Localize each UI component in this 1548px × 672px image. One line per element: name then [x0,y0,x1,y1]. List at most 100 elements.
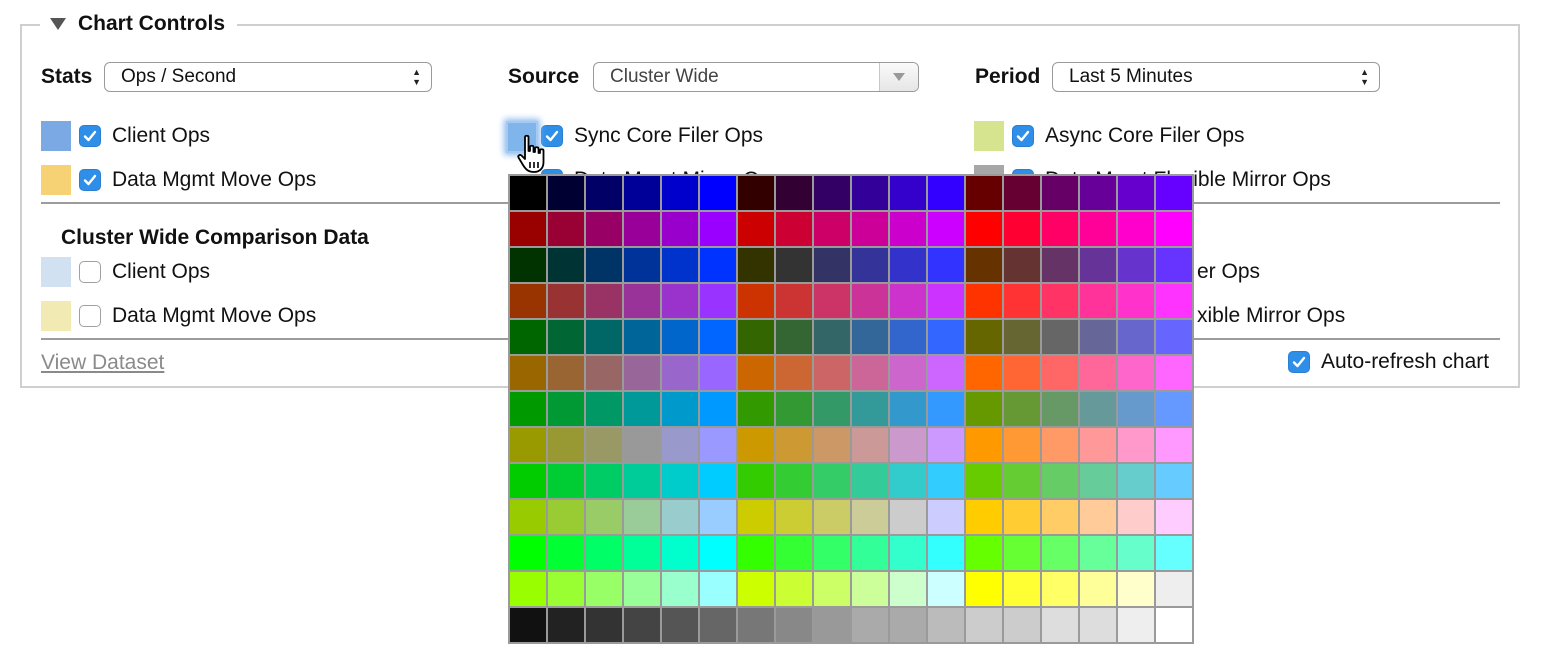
palette-color-cell[interactable] [548,464,584,498]
palette-color-cell[interactable] [662,428,698,462]
palette-color-cell[interactable] [852,572,888,606]
palette-color-cell[interactable] [510,428,546,462]
color-swatch[interactable] [41,121,71,151]
palette-color-cell[interactable] [510,320,546,354]
palette-color-cell[interactable] [510,176,546,210]
palette-color-cell[interactable] [700,212,736,246]
palette-color-cell[interactable] [700,608,736,642]
palette-color-cell[interactable] [738,320,774,354]
palette-color-cell[interactable] [510,464,546,498]
palette-color-cell[interactable] [662,536,698,570]
palette-color-cell[interactable] [890,320,926,354]
palette-color-cell[interactable] [928,572,964,606]
palette-color-cell[interactable] [776,212,812,246]
palette-color-cell[interactable] [1004,608,1040,642]
palette-color-cell[interactable] [1080,212,1116,246]
palette-color-cell[interactable] [738,608,774,642]
palette-color-cell[interactable] [662,248,698,282]
palette-color-cell[interactable] [510,608,546,642]
palette-color-cell[interactable] [738,248,774,282]
palette-color-cell[interactable] [966,500,1002,534]
palette-color-cell[interactable] [586,212,622,246]
palette-color-cell[interactable] [1156,464,1192,498]
palette-color-cell[interactable] [776,284,812,318]
palette-color-cell[interactable] [814,284,850,318]
palette-color-cell[interactable] [1042,248,1078,282]
palette-color-cell[interactable] [510,356,546,390]
palette-color-cell[interactable] [586,356,622,390]
palette-color-cell[interactable] [1156,320,1192,354]
palette-color-cell[interactable] [814,536,850,570]
chart-controls-toggle[interactable]: Chart Controls [40,10,237,38]
palette-color-cell[interactable] [1118,284,1154,318]
palette-color-cell[interactable] [1156,176,1192,210]
palette-color-cell[interactable] [624,284,660,318]
palette-color-cell[interactable] [890,284,926,318]
palette-color-cell[interactable] [1004,212,1040,246]
palette-color-cell[interactable] [738,500,774,534]
palette-color-cell[interactable] [662,392,698,426]
palette-color-cell[interactable] [928,284,964,318]
palette-color-cell[interactable] [814,176,850,210]
palette-color-cell[interactable] [1156,248,1192,282]
palette-color-cell[interactable] [776,608,812,642]
palette-color-cell[interactable] [662,212,698,246]
palette-color-cell[interactable] [548,536,584,570]
palette-color-cell[interactable] [662,464,698,498]
palette-color-cell[interactable] [624,356,660,390]
palette-color-cell[interactable] [776,248,812,282]
palette-color-cell[interactable] [852,176,888,210]
palette-color-cell[interactable] [662,320,698,354]
palette-color-cell[interactable] [624,572,660,606]
palette-color-cell[interactable] [890,536,926,570]
async-core-filer-ops-checkbox[interactable] [1012,125,1034,147]
palette-color-cell[interactable] [1042,284,1078,318]
palette-color-cell[interactable] [586,284,622,318]
palette-color-cell[interactable] [510,572,546,606]
palette-color-cell[interactable] [890,248,926,282]
palette-color-cell[interactable] [890,392,926,426]
palette-color-cell[interactable] [1004,500,1040,534]
palette-color-cell[interactable] [738,464,774,498]
palette-color-cell[interactable] [624,320,660,354]
palette-color-cell[interactable] [814,500,850,534]
palette-color-cell[interactable] [928,428,964,462]
palette-color-cell[interactable] [624,500,660,534]
palette-color-cell[interactable] [700,392,736,426]
palette-color-cell[interactable] [890,428,926,462]
palette-color-cell[interactable] [1156,284,1192,318]
palette-color-cell[interactable] [814,212,850,246]
palette-color-cell[interactable] [586,500,622,534]
palette-color-cell[interactable] [852,320,888,354]
palette-color-cell[interactable] [548,176,584,210]
palette-color-cell[interactable] [586,536,622,570]
palette-color-cell[interactable] [966,320,1002,354]
palette-color-cell[interactable] [548,572,584,606]
palette-color-cell[interactable] [1118,176,1154,210]
palette-color-cell[interactable] [966,464,1002,498]
palette-color-cell[interactable] [1156,212,1192,246]
palette-color-cell[interactable] [1156,356,1192,390]
palette-color-cell[interactable] [928,392,964,426]
palette-color-cell[interactable] [776,500,812,534]
palette-color-cell[interactable] [1004,536,1040,570]
palette-color-cell[interactable] [928,500,964,534]
palette-color-cell[interactable] [662,356,698,390]
palette-color-cell[interactable] [776,392,812,426]
palette-color-cell[interactable] [814,248,850,282]
palette-color-cell[interactable] [1042,572,1078,606]
palette-color-cell[interactable] [814,572,850,606]
palette-color-cell[interactable] [1004,320,1040,354]
palette-color-cell[interactable] [776,428,812,462]
palette-color-cell[interactable] [852,536,888,570]
palette-color-cell[interactable] [890,500,926,534]
palette-color-cell[interactable] [1080,572,1116,606]
palette-color-cell[interactable] [1004,464,1040,498]
palette-color-cell[interactable] [738,536,774,570]
palette-color-cell[interactable] [738,176,774,210]
palette-color-cell[interactable] [852,464,888,498]
palette-color-cell[interactable] [1042,212,1078,246]
palette-color-cell[interactable] [1080,536,1116,570]
palette-color-cell[interactable] [624,212,660,246]
palette-color-cell[interactable] [928,536,964,570]
